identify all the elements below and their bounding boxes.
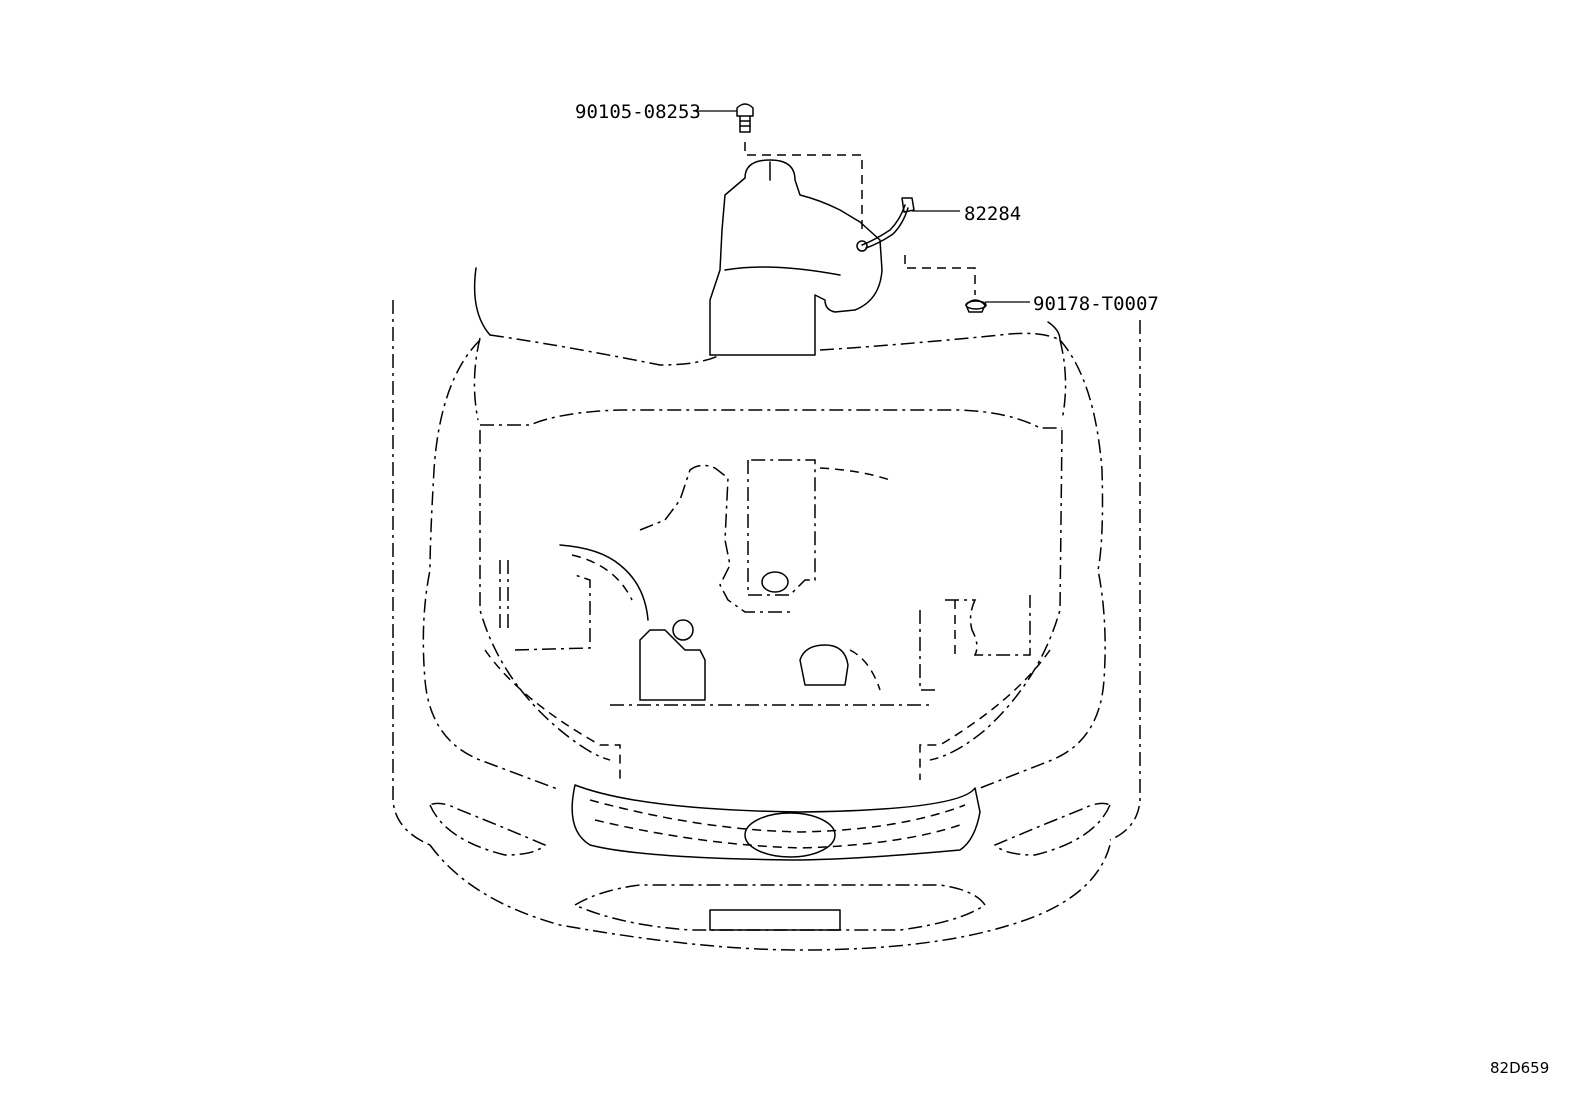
- wire-icon: [856, 197, 915, 252]
- bolt-icon: [736, 103, 754, 133]
- part-label-clip[interactable]: 90178-T0007: [1033, 293, 1159, 315]
- part-label-wire[interactable]: 82284: [964, 203, 1021, 225]
- figure-id: 82D659: [1490, 1059, 1549, 1077]
- part-callouts: 90105-08253 82284 90178-T0007: [575, 101, 1159, 315]
- washer-tank: [709, 159, 883, 356]
- part-label-bolt[interactable]: 90105-08253: [575, 101, 701, 123]
- vehicle-outline: [392, 267, 1141, 951]
- bolt-dashed-guide: [744, 142, 863, 232]
- wire-dashed-guide: [904, 255, 976, 295]
- clip-icon: [965, 299, 987, 313]
